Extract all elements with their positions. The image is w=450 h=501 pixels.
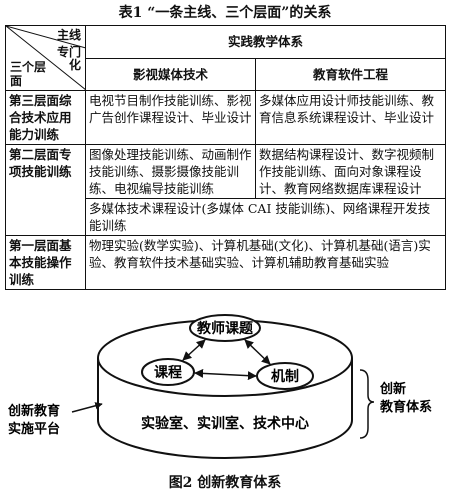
layer-2-label: 第二层面专项技能训练 xyxy=(5,144,86,236)
corner-main-line-label: 主线 xyxy=(56,28,81,42)
table-row-layer-1: 第一层面基本技能操作训练 物理实验(数学实验)、计算机基础(文化)、计算机基础(… xyxy=(5,235,447,290)
figure-caption: 图2 创新教育体系 xyxy=(168,475,282,491)
right-label-line-1: 创新 xyxy=(379,381,406,397)
table-header-row-1: 主线 专门化 三个层面 实践教学体系 xyxy=(5,25,447,91)
node-courses: 课程 xyxy=(154,365,182,381)
node-mechanism-shape xyxy=(256,362,314,390)
left-label-line-1: 创新教育 xyxy=(7,403,60,419)
column-header-media: 影视媒体技术 xyxy=(85,57,256,91)
system-title-cell: 实践教学体系 xyxy=(84,25,447,59)
table-caption: 表1 “一条主线、三个层面”的关系 xyxy=(118,5,332,21)
corner-layers-label: 三个层面 xyxy=(10,60,47,88)
left-label-arrow xyxy=(71,402,103,413)
layer-3-software-cell: 多媒体应用设计师技能训练、教育信息系统课程设计、毕业设计 xyxy=(254,90,447,145)
node-teacher-projects-shape xyxy=(189,314,261,342)
column-header-software: 教育软件工程 xyxy=(254,57,447,91)
layer-1-shared-cell: 物理实验(数学实验)、计算机基础(文化)、计算机基础(语言)实验、教育软件技术基… xyxy=(84,235,447,290)
relation-table: 主线 专门化 三个层面 实践教学体系 影视媒体技术 教育软件工程 第三层面综合技… xyxy=(5,25,447,290)
node-courses-shape xyxy=(141,358,195,386)
right-label-line-2: 教育体系 xyxy=(379,399,432,415)
diagonal-lines xyxy=(6,26,86,90)
arrow-teacher-mechanism xyxy=(244,339,271,365)
layer-3-media-cell: 电视节目制作技能训练、影视广告创作课程设计、毕业设计 xyxy=(85,90,256,145)
corner-specialization-label: 专门化 xyxy=(56,45,81,72)
cylinder-base-label: 实验室、实训室、技术中心 xyxy=(141,415,309,432)
arrow-courses-mechanism xyxy=(194,368,257,381)
layer-2-software-cell: 数据结构课程设计、数字视频制作技能训练、面向对象课程设计、教育网络数据库课程设计 xyxy=(254,144,447,199)
layer-3-label: 第三层面综合技术应用能力训练 xyxy=(5,90,86,145)
innovation-diagram: 教师课题 课程 机制 实验室、实训室、技术中心 创新 教育体系 创新教育 实施平… xyxy=(7,314,432,459)
table-row-layer-2-shared: 多媒体技术课程设计(多媒体 CAI 技能训练)、网络课程开发技能训练 xyxy=(6,198,447,236)
table-row-layer-2: 第二层面专项技能训练 图像处理技能训练、动画制作技能训练、摄影摄像技能训练、电视… xyxy=(5,144,447,236)
table-row-layer-3: 第三层面综合技术应用能力训练 电视节目制作技能训练、影视广告创作课程设计、毕业设… xyxy=(5,90,447,145)
corner-cell: 主线 专门化 三个层面 xyxy=(5,25,86,91)
layer-2-shared-cell: 多媒体技术课程设计(多媒体 CAI 技能训练)、网络课程开发技能训练 xyxy=(84,198,447,236)
layer-1-label: 第一层面基本技能操作训练 xyxy=(5,235,86,290)
layer-2-media-cell: 图像处理技能训练、动画制作技能训练、摄影摄像技能训练、电视编导技能训练 xyxy=(85,144,256,199)
left-label-line-2: 实施平台 xyxy=(8,421,60,437)
node-mechanism: 机制 xyxy=(271,368,299,385)
arrow-teacher-courses xyxy=(182,339,206,361)
right-brace xyxy=(359,369,375,439)
table-header-row-2: 影视媒体技术 教育软件工程 xyxy=(6,57,447,91)
node-teacher-projects: 教师课题 xyxy=(197,320,254,337)
